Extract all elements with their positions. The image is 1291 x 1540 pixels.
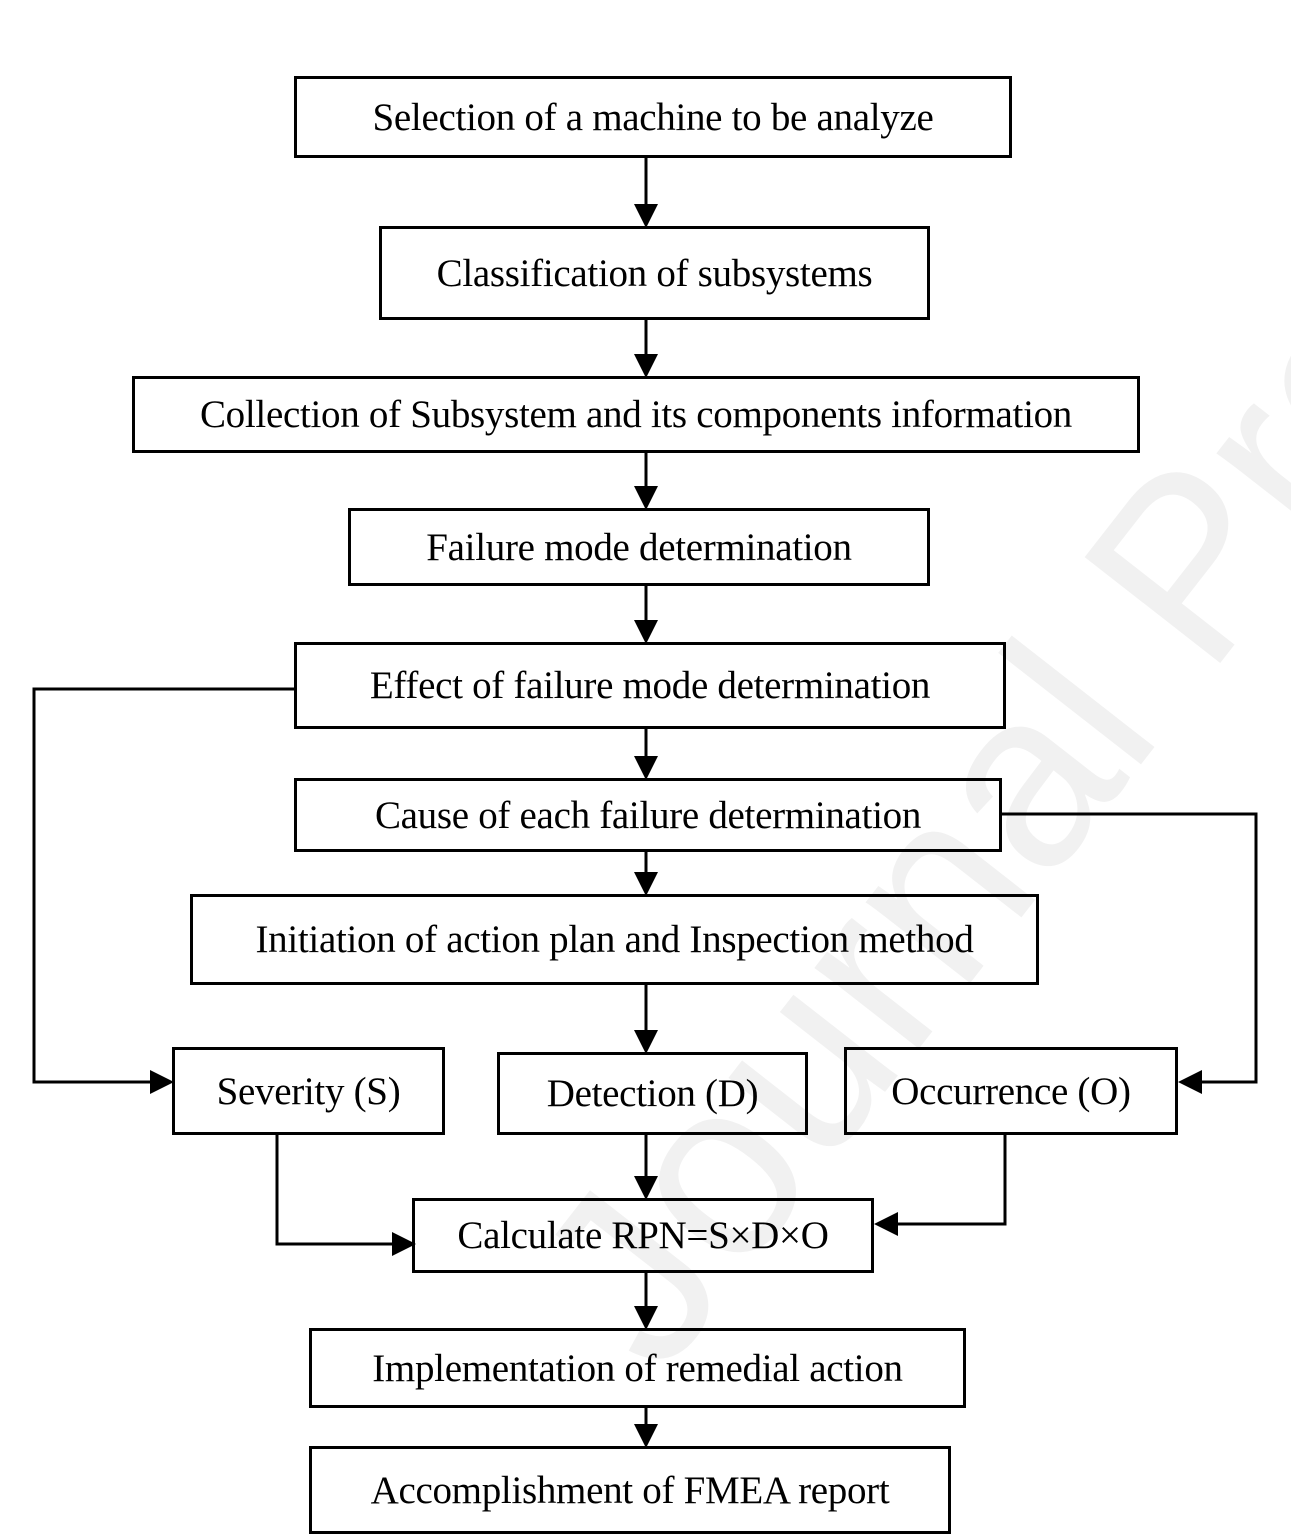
step-implementation: Implementation of remedial action (309, 1328, 966, 1408)
step-cause-label: Cause of each failure determination (374, 793, 922, 837)
step-implementation-label: Implementation of remedial action (372, 1346, 903, 1390)
step-selection-label: Selection of a machine to be analyze (372, 95, 934, 139)
step-collection: Collection of Subsystem and its componen… (132, 376, 1140, 453)
step-severity-label: Severity (S) (216, 1069, 401, 1113)
step-rpn-label: Calculate RPN=S×D×O (457, 1214, 829, 1257)
step-detection-label: Detection (D) (546, 1072, 759, 1115)
step-severity: Severity (S) (172, 1047, 445, 1135)
step-occurrence: Occurrence (O) (844, 1047, 1178, 1135)
step-accomplishment: Accomplishment of FMEA report (309, 1446, 951, 1534)
step-initiation: Initiation of action plan and Inspection… (190, 894, 1039, 985)
step-failure-mode-label: Failure mode determination (426, 525, 852, 569)
step-classification: Classification of subsystems (379, 226, 930, 320)
step-classification-label: Classification of subsystems (436, 251, 873, 295)
step-effect: Effect of failure mode determination (294, 642, 1006, 729)
step-initiation-label: Initiation of action plan and Inspection… (255, 918, 974, 961)
step-cause: Cause of each failure determination (294, 778, 1002, 852)
step-selection: Selection of a machine to be analyze (294, 76, 1012, 158)
step-failure-mode: Failure mode determination (348, 508, 930, 586)
step-rpn: Calculate RPN=S×D×O (412, 1198, 874, 1273)
step-detection: Detection (D) (497, 1052, 808, 1135)
step-effect-label: Effect of failure mode determination (369, 664, 931, 707)
step-collection-label: Collection of Subsystem and its componen… (199, 393, 1073, 436)
step-occurrence-label: Occurrence (O) (891, 1069, 1131, 1113)
step-accomplishment-label: Accomplishment of FMEA report (370, 1468, 890, 1512)
